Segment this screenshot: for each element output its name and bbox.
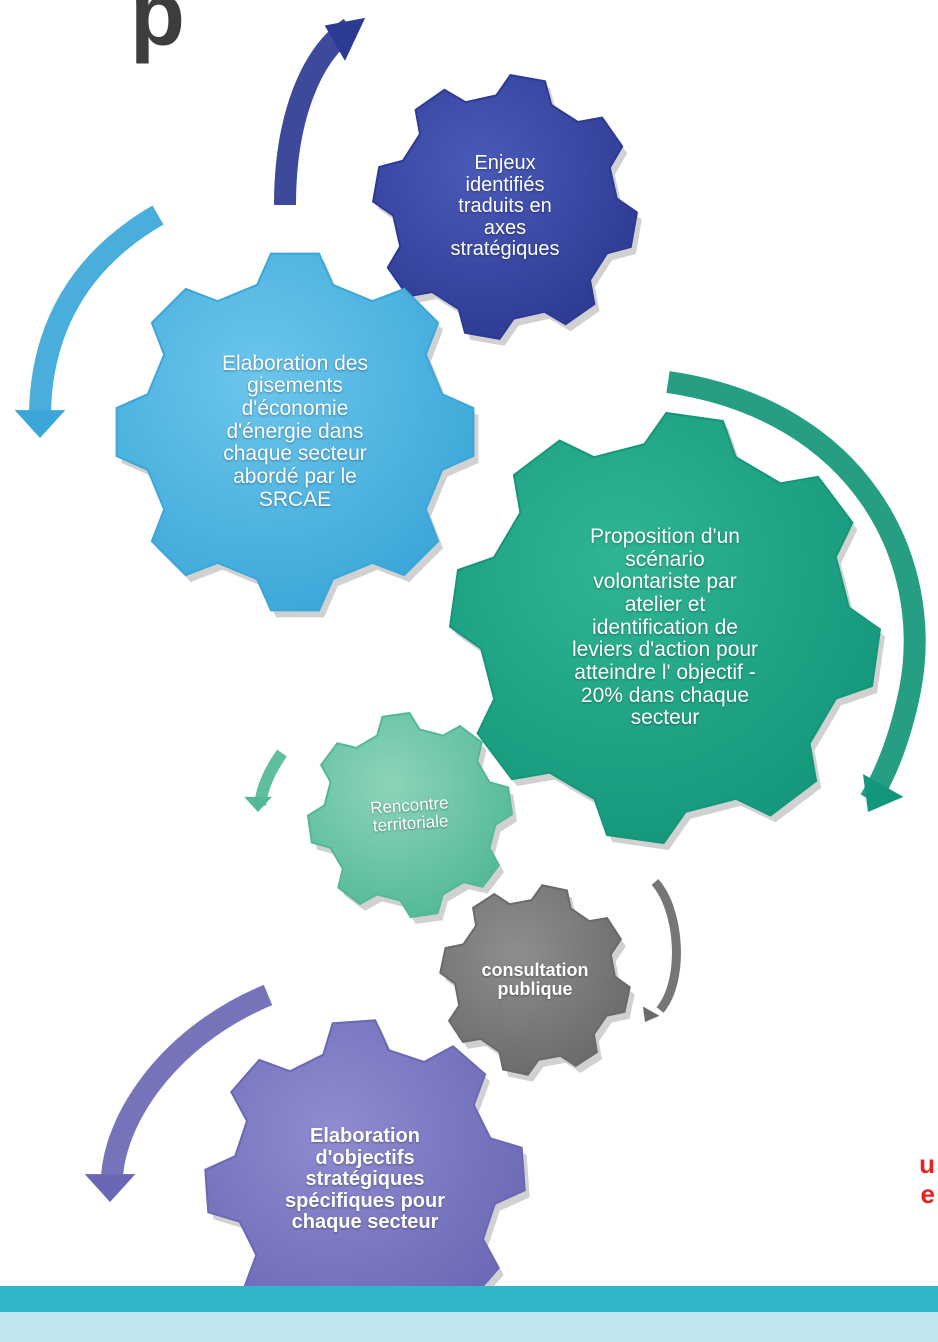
gear-label-consultation: consultation publique bbox=[481, 959, 589, 999]
title-fragment: p bbox=[130, 0, 185, 65]
arrow-grey bbox=[642, 879, 681, 1022]
arrow-dark-blue bbox=[274, 17, 366, 206]
side-text: u e bbox=[919, 1149, 935, 1209]
gear-label-elaboration-objectifs: Elaboration d'objectifs stratégiques spé… bbox=[284, 1125, 446, 1234]
arrow-teal bbox=[666, 371, 926, 812]
gear-enjeux bbox=[372, 74, 638, 340]
arrow-light-blue bbox=[14, 205, 164, 438]
gear-label-proposition: Proposition d'un scénario volontariste p… bbox=[571, 525, 759, 730]
gear-consultation bbox=[439, 884, 631, 1076]
gear-elaboration-objectifs bbox=[204, 1019, 526, 1341]
arrow-purple bbox=[84, 984, 273, 1202]
gear-elaboration-gisements bbox=[115, 252, 475, 612]
footer-band-bottom bbox=[0, 1312, 938, 1342]
gear-proposition bbox=[448, 411, 882, 845]
gear-label-enjeux: Enjeux identifiés traduits en axes strat… bbox=[450, 152, 560, 261]
footer-band-top bbox=[0, 1286, 938, 1312]
gear-rencontre bbox=[306, 711, 514, 919]
arrow-mint bbox=[244, 749, 287, 812]
gear-label-elaboration-gisements: Elaboration des gisements d'économie d'é… bbox=[222, 351, 368, 511]
